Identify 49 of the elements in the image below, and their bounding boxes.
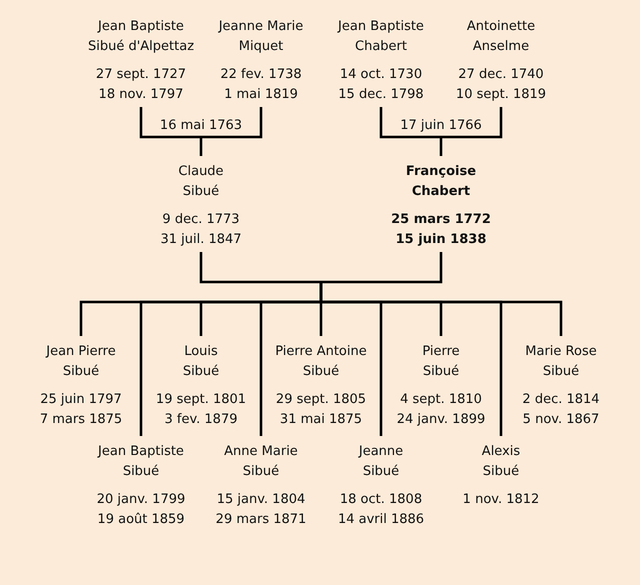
birth-date: 20 janv. 1799 <box>96 491 186 509</box>
person-name: Claude Sibué <box>178 163 224 201</box>
person-name: Anne Marie Sibué <box>224 443 298 481</box>
descent-line <box>440 137 442 156</box>
death-date: 31 mai 1875 <box>280 411 362 429</box>
birth-date: 4 sept. 1810 <box>400 391 482 409</box>
death-date: 18 nov. 1797 <box>98 86 184 104</box>
birth-date: 1 nov. 1812 <box>462 491 540 509</box>
person-name: Pierre Sibué <box>422 343 460 381</box>
death-date: 7 mars 1875 <box>40 411 122 429</box>
death-date: 29 mars 1871 <box>216 511 306 529</box>
person-name: Alexis Sibué <box>481 443 521 481</box>
death-date: 24 janv. 1899 <box>396 411 486 429</box>
birth-date: 27 sept. 1727 <box>96 66 186 84</box>
marriage-line <box>200 252 442 284</box>
birth-date: 19 sept. 1801 <box>156 391 246 409</box>
birth-date: 9 dec. 1773 <box>162 211 240 229</box>
person-name: Louis Sibué <box>182 343 220 381</box>
person-name: Marie Rose Sibué <box>524 343 598 381</box>
death-date: 19 août 1859 <box>97 511 185 529</box>
birth-date: 14 oct. 1730 <box>340 66 422 84</box>
birth-date: 18 oct. 1808 <box>340 491 422 509</box>
birth-date: 22 fev. 1738 <box>220 66 302 84</box>
person-name: Jeanne Marie Miquet <box>218 18 304 56</box>
birth-date: 15 janv. 1804 <box>216 491 306 509</box>
death-date: 15 juin 1838 <box>396 231 486 249</box>
death-date: 10 sept. 1819 <box>456 86 546 104</box>
birth-date: 25 juin 1797 <box>40 391 122 409</box>
person-name: Jeanne Sibué <box>358 443 404 481</box>
death-date: 14 avril 1886 <box>338 511 424 529</box>
marriage-line <box>380 107 502 138</box>
death-date: 3 fev. 1879 <box>164 411 238 429</box>
death-date: 5 nov. 1867 <box>522 411 600 429</box>
birth-date: 25 mars 1772 <box>391 211 491 229</box>
death-date: 15 dec. 1798 <box>338 86 424 104</box>
person-name: Jean Baptiste Chabert <box>338 18 424 56</box>
person-name: Pierre Antoine Sibué <box>274 343 368 381</box>
birth-date: 29 sept. 1805 <box>276 391 366 409</box>
birth-date: 2 dec. 1814 <box>522 391 600 409</box>
descent-line <box>200 137 202 156</box>
person-name: Jean Pierre Sibué <box>46 343 116 381</box>
person-name: Jean Baptiste Sibué <box>98 443 184 481</box>
person-name: Françoise Chabert <box>405 163 477 201</box>
birth-date: 27 dec. 1740 <box>458 66 544 84</box>
person-name: Antoinette Anselme <box>466 18 536 56</box>
death-date: 1 mai 1819 <box>224 86 298 104</box>
marriage-line <box>140 107 262 138</box>
person-name: Jean Baptiste Sibué d'Alpettaz <box>87 18 195 56</box>
death-date: 31 juil. 1847 <box>160 231 242 249</box>
